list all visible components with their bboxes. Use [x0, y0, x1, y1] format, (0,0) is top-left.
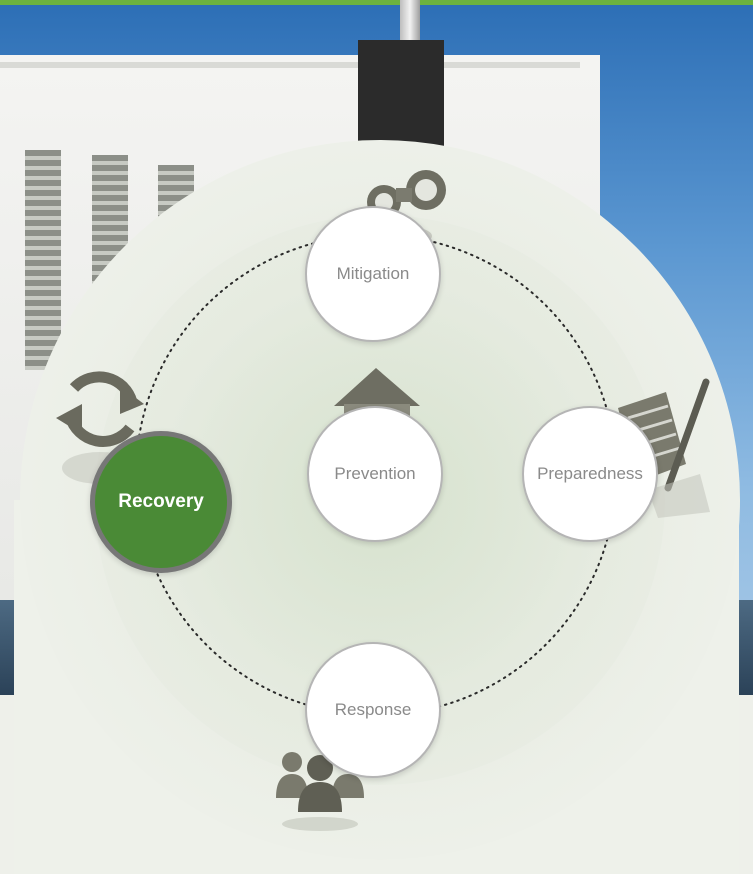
stage-mitigation-label: Mitigation — [336, 264, 410, 283]
stage-prevention-button[interactable]: Prevention — [307, 406, 443, 542]
stage-prevention-label: Prevention — [334, 464, 416, 483]
stage-preparedness-label: Preparedness — [537, 464, 643, 483]
stage-mitigation-button[interactable]: Mitigation — [305, 206, 441, 342]
building-window — [25, 150, 61, 370]
stage-response-button[interactable]: Response — [305, 642, 441, 778]
stage-recovery-label: Recovery — [118, 491, 204, 512]
stage-recovery-button[interactable]: Recovery — [90, 431, 232, 573]
stage-response-label: Response — [334, 700, 412, 719]
chimney-pipe — [400, 0, 420, 44]
building-roofline — [0, 62, 580, 68]
stage-preparedness-button[interactable]: Preparedness — [522, 406, 658, 542]
top-accent-bar — [0, 0, 753, 5]
